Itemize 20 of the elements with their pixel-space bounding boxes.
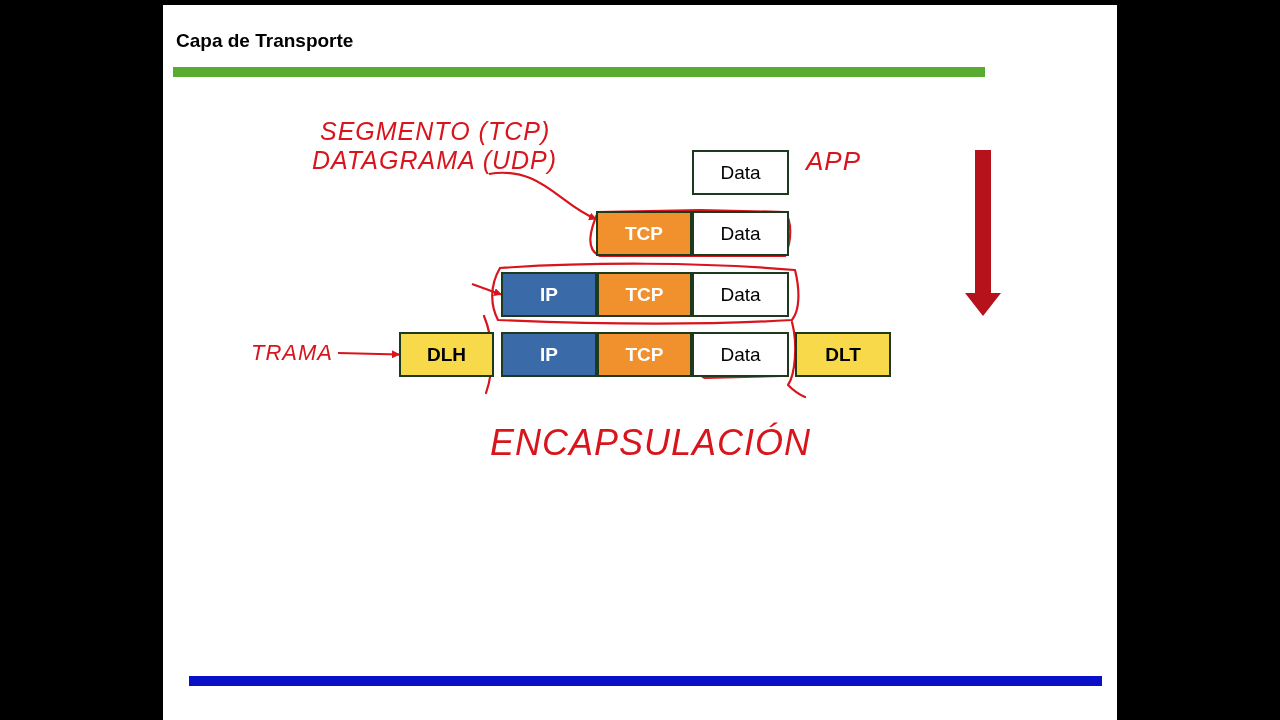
arrow [471,282,502,296]
header-field: DLT [795,332,891,377]
header-field: TCP [597,332,692,377]
header-field: DLH [399,332,494,377]
header-field: Data [692,272,789,317]
header-field: Data [692,211,789,256]
handwritten-note: TRAMA [250,340,334,366]
handwritten-note: SEGMENTO (TCP) [319,117,552,146]
header-field: TCP [597,272,692,317]
arrow [488,171,597,220]
slide-title: Capa de Transporte [176,30,354,52]
header-field: TCP [596,211,692,256]
header-field: Data [692,150,789,195]
header-field: Data [692,332,789,377]
handwritten-label: ENCAPSULACIÓN [490,422,812,464]
handwritten-note: DATAGRAMA (UDP) [312,146,559,175]
header-field: IP [501,332,597,377]
arrow [337,350,400,359]
handwritten-label: APP [806,146,862,177]
header-field: IP [501,272,597,317]
